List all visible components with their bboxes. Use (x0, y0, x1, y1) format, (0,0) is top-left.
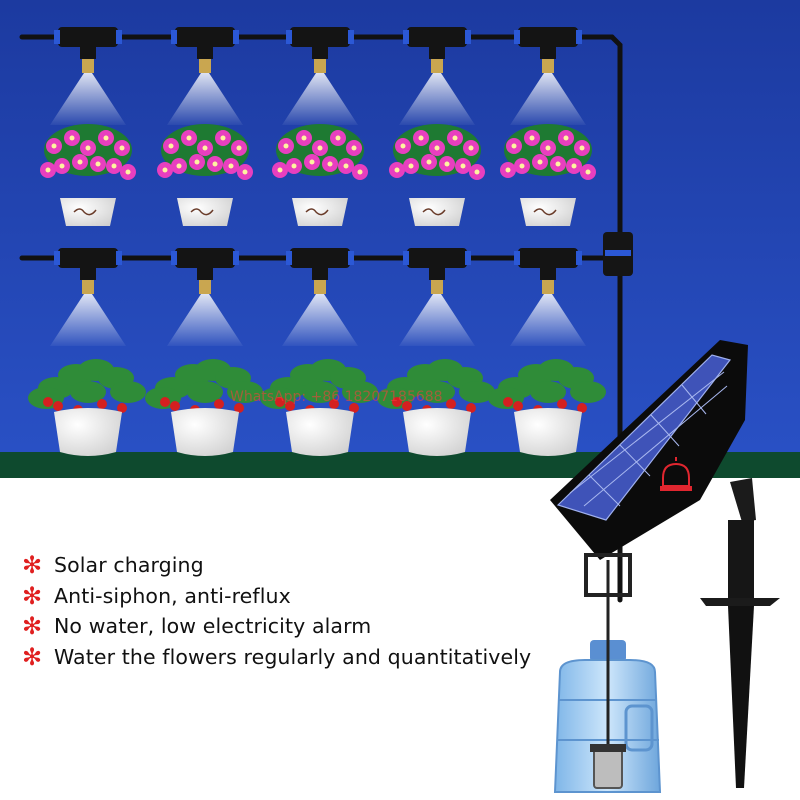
orchid-pot (500, 124, 596, 226)
sprinkler-nozzle (50, 248, 126, 346)
water-mist (167, 294, 243, 346)
solar-panel (550, 340, 780, 788)
orchid-pot (40, 124, 136, 226)
strawberry-pot (28, 359, 146, 456)
feature-text: Solar charging (54, 553, 204, 578)
sprinkler-nozzle (167, 248, 243, 346)
strawberry-pot (377, 359, 495, 456)
asterisk-icon: ✻ (22, 551, 43, 580)
feature-item-watering: ✻ Water the flowers regularly and quanti… (22, 642, 531, 673)
feature-text: No water, low electricity alarm (54, 614, 372, 639)
feature-item-alarm: ✻ No water, low electricity alarm (22, 611, 531, 642)
water-mist (399, 73, 475, 125)
orchid-pot (389, 124, 485, 226)
feature-list: ✻ Solar charging ✻ Anti-siphon, anti-ref… (22, 550, 531, 672)
water-mist (50, 294, 126, 346)
sprinkler-nozzle (167, 27, 243, 125)
strawberry-pot (145, 359, 263, 456)
water-mist (399, 294, 475, 346)
feature-text: Water the flowers regularly and quantita… (54, 644, 532, 669)
sprinkler-nozzle (282, 27, 358, 125)
asterisk-icon: ✻ (22, 642, 43, 671)
top-row-plants (40, 27, 596, 226)
feature-item-solar-charging: ✻ Solar charging (22, 550, 531, 581)
watermark-text: WhatsApp: +86 18207185688 (230, 389, 443, 405)
sprinkler-nozzle (282, 248, 358, 346)
solar-cells (556, 354, 732, 521)
sprinkler-nozzle (399, 27, 475, 125)
sprinkler-nozzle (510, 248, 586, 346)
asterisk-icon: ✻ (22, 581, 43, 610)
orchid-pot (157, 124, 253, 226)
strawberry-pot (488, 359, 606, 456)
water-jug (553, 560, 662, 793)
feature-item-anti-siphon: ✻ Anti-siphon, anti-reflux (22, 581, 531, 612)
orchid-pot (272, 124, 368, 226)
water-mist (50, 73, 126, 125)
water-mist (282, 73, 358, 125)
strawberry-pot (260, 359, 378, 456)
sprinkler-nozzle (399, 248, 475, 346)
water-mist (510, 73, 586, 125)
asterisk-icon: ✻ (22, 612, 43, 641)
bottom-row-plants (28, 248, 606, 456)
sprinkler-nozzle (510, 27, 586, 125)
pump-filter (593, 747, 623, 789)
sprinkler-nozzle (50, 27, 126, 125)
water-mist (282, 294, 358, 346)
water-mist (167, 73, 243, 125)
feature-text: Anti-siphon, anti-reflux (54, 583, 291, 608)
water-mist (510, 294, 586, 346)
alarm-icon (660, 457, 692, 491)
white-panel (0, 478, 800, 800)
